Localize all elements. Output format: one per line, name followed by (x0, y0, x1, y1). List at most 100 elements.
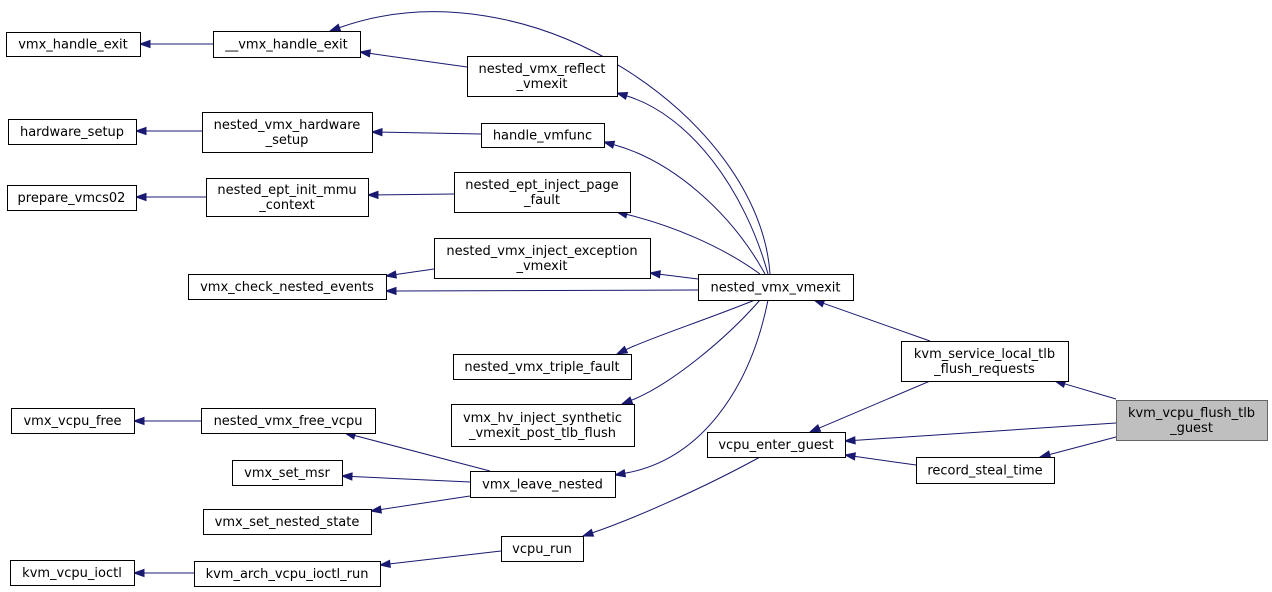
node-label: record_steal_time (927, 464, 1042, 479)
node-nested_vmx_vmexit[interactable]: nested_vmx_vmexit (698, 274, 854, 301)
edge-line (369, 52, 468, 68)
node-box (201, 408, 376, 434)
edge-nested_vmx_vmexit-to-nested_vmx_triple_fault (615, 299, 756, 355)
edge-nested_vmx_inject_exception_vmexit-to-vmx_check_nested_events (384, 268, 435, 279)
edge-nested_vmx_vmexit-to-vmx_leave_nested (613, 299, 769, 478)
edge-line (854, 455, 917, 466)
edge-nested_vmx_vmexit-to-nested_vmx_inject_exception_vmexit (648, 270, 699, 280)
node-vmx_hv_inject_synthetic_vmexit_post_tlb_flush[interactable]: vmx_hv_inject_synthetic_vmexit_post_tlb_… (451, 404, 635, 447)
node-label: _vmexit (515, 259, 567, 274)
edge-line (625, 299, 756, 351)
edge-line (351, 475, 471, 483)
node-handle_vmfunc[interactable]: handle_vmfunc (481, 123, 605, 148)
arrowhead-icon (843, 452, 856, 461)
arrowhead-icon (358, 49, 371, 58)
arrowhead-icon (602, 140, 616, 149)
node-label: nested_vmx_reflect (479, 62, 606, 77)
node-box (6, 32, 141, 57)
node-label: nested_ept_inject_page (465, 178, 618, 193)
node-label: kvm_vcpu_flush_tlb (1128, 406, 1255, 421)
node-label: nested_ept_init_mmu (217, 183, 356, 198)
node-label: nested_vmx_inject_exception (446, 244, 637, 259)
edge-vcpu_run-to-kvm_arch_vcpu_ioctl_run (378, 550, 502, 568)
node-nested_ept_inject_page_fault[interactable]: nested_ept_inject_page_fault (454, 172, 631, 213)
node-label: hardware_setup (20, 125, 124, 140)
node-box (213, 31, 361, 58)
node-prepare_vmcs02[interactable]: prepare_vmcs02 (7, 185, 137, 211)
node-label: vmx_leave_nested (482, 478, 603, 493)
node-label: _vmexit (515, 77, 567, 92)
node-kvm_service_local_tlb_flush_requests[interactable]: kvm_service_local_tlb_flush_requests (901, 341, 1069, 382)
node-box (901, 341, 1069, 382)
node-vmx_set_msr[interactable]: vmx_set_msr (232, 460, 343, 486)
arrowhead-icon (369, 505, 383, 514)
node-record_steal_time[interactable]: record_steal_time (916, 457, 1055, 484)
node-vmx_check_nested_events[interactable]: vmx_check_nested_events (188, 274, 387, 300)
edge-line (339, 11, 771, 275)
edge-__vmx_handle_exit-to-vmx_handle_exit (138, 39, 213, 49)
node-label: prepare_vmcs02 (18, 191, 126, 206)
node-box (454, 172, 631, 213)
edge-kvm_arch_vcpu_ioctl_run-to-kvm_vcpu_ioctl (132, 568, 194, 578)
graph-nodes: vmx_handle_exit __vmx_handle_exit nested_v… (6, 31, 1268, 587)
node-vmx_vcpu_free[interactable]: vmx_vcpu_free (11, 408, 135, 434)
arrowhead-icon (808, 424, 822, 433)
edge-line (354, 435, 491, 472)
node-__vmx_handle_exit[interactable]: __vmx_handle_exit (213, 31, 361, 58)
node-label: _flush_requests (933, 362, 1035, 377)
edge-line (1064, 383, 1117, 400)
node-box (202, 112, 373, 153)
arrowhead-icon (581, 528, 595, 537)
edge-nested_vmx_hardware_setup-to-hardware_setup (134, 126, 202, 136)
node-box (7, 185, 137, 211)
node-vmx_leave_nested[interactable]: vmx_leave_nested (470, 471, 616, 498)
node-nested_vmx_hardware_setup[interactable]: nested_vmx_hardware_setup (202, 112, 373, 153)
node-vmx_handle_exit[interactable]: vmx_handle_exit (6, 32, 141, 57)
arrowhead-icon (615, 345, 629, 355)
node-kvm_vcpu_ioctl[interactable]: kvm_vcpu_ioctl (10, 560, 135, 586)
node-box (453, 354, 632, 380)
arrowhead-icon (328, 23, 342, 32)
node-label: kvm_arch_vcpu_ioctl_run (206, 567, 369, 582)
node-label: vmx_handle_exit (18, 38, 128, 53)
node-vcpu_run[interactable]: vcpu_run (501, 536, 584, 562)
node-box (501, 536, 584, 562)
edge-nested_vmx_free_vcpu-to-vmx_vcpu_free (132, 416, 201, 426)
node-box (8, 119, 137, 145)
edge-line (381, 131, 482, 135)
arrowhead-icon (132, 568, 145, 578)
node-box (707, 432, 846, 458)
edge-nested_vmx_vmexit-to-vmx_check_nested_events (384, 286, 699, 296)
edge-line (624, 299, 769, 474)
edge-kvm_service_local_tlb_flush_requests-to-vcpu_enter_guest (808, 380, 931, 433)
node-box (434, 238, 651, 279)
edge-line (631, 299, 761, 401)
edge-kvm_vcpu_flush_tlb_guest-to-vcpu_enter_guest (843, 422, 1117, 445)
edge-nested_vmx_vmexit-to-handle_vmfunc (602, 140, 766, 275)
node-vmx_set_nested_state[interactable]: vmx_set_nested_state (203, 509, 372, 535)
node-kvm_arch_vcpu_ioctl_run[interactable]: kvm_arch_vcpu_ioctl_run (194, 561, 381, 587)
edge-line (377, 193, 455, 196)
edge-line (395, 268, 435, 276)
node-nested_vmx_reflect_vmexit[interactable]: nested_vmx_reflect_vmexit (467, 56, 618, 97)
node-nested_vmx_triple_fault[interactable]: nested_vmx_triple_fault (453, 354, 632, 380)
arrowhead-icon (613, 469, 627, 478)
node-nested_vmx_inject_exception_vmexit[interactable]: nested_vmx_inject_exception_vmexit (434, 238, 651, 279)
node-kvm_vcpu_flush_tlb_guest[interactable]: kvm_vcpu_flush_tlb_guest (1116, 400, 1268, 441)
edge-kvm_vcpu_flush_tlb_guest-to-kvm_service_local_tlb_flush_requests (1053, 379, 1117, 400)
node-box (194, 561, 381, 587)
arrowhead-icon (384, 270, 397, 279)
node-label: kvm_vcpu_ioctl (22, 566, 122, 581)
node-nested_ept_init_mmu_context[interactable]: nested_ept_init_mmu_context (206, 178, 369, 217)
node-nested_vmx_free_vcpu[interactable]: nested_vmx_free_vcpu (201, 408, 376, 434)
edge-nested_ept_init_mmu_context-to-prepare_vmcs02 (134, 192, 206, 202)
node-label: nested_vmx_vmexit (711, 281, 841, 296)
node-hardware_setup[interactable]: hardware_setup (8, 119, 137, 145)
edge-line (592, 456, 761, 534)
arrowhead-icon (134, 192, 147, 202)
edge-nested_vmx_vmexit-to-nested_vmx_reflect_vmexit (615, 92, 769, 275)
node-box (203, 509, 372, 535)
edge-kvm_vcpu_flush_tlb_guest-to-record_steal_time (1038, 436, 1117, 459)
node-vcpu_enter_guest[interactable]: vcpu_enter_guest (707, 432, 846, 458)
